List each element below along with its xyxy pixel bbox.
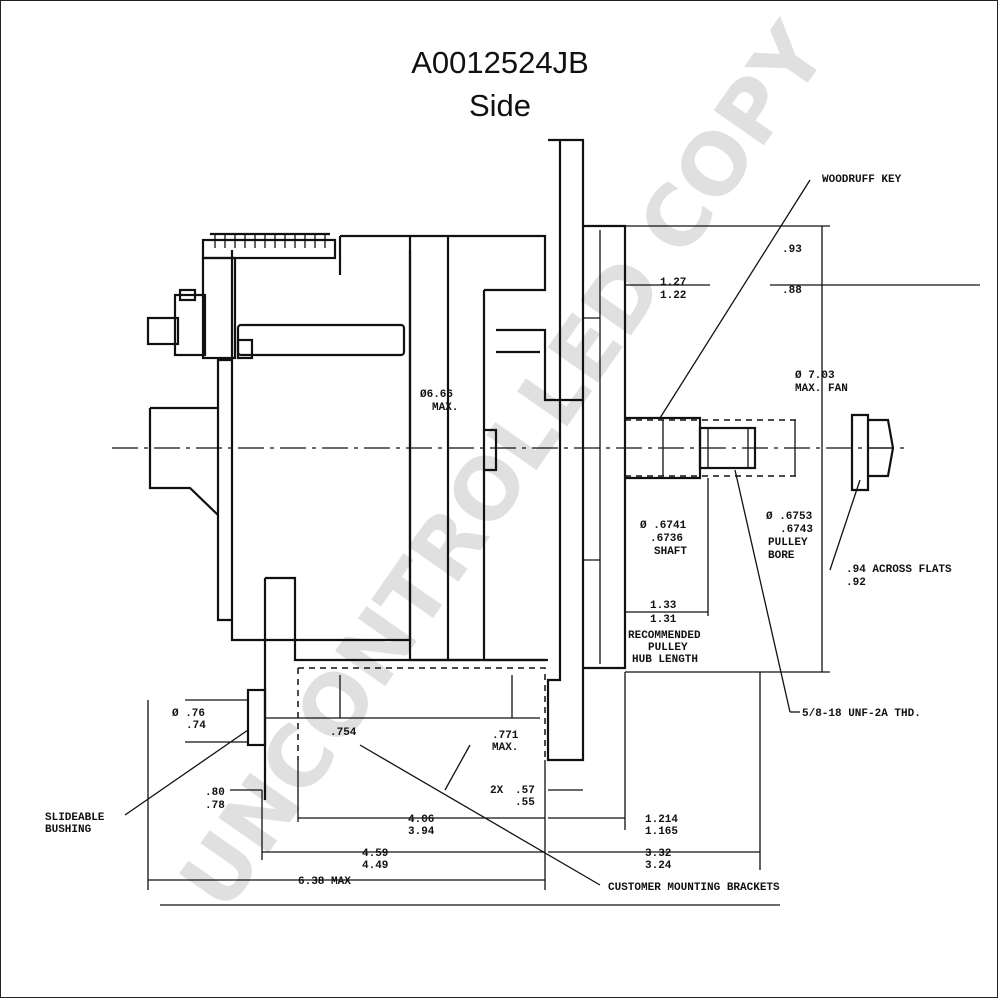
label-bushing-dia2: .74 [186,720,206,732]
drawing-subtitle: Side [468,88,532,123]
label-hub-133: 1.33 [650,600,677,612]
label-122: 1.22 [660,290,686,302]
shaft [625,416,800,480]
label-shaft-dia2: .6736 [650,533,683,545]
label-771-max: MAX. [492,742,518,754]
label-1214: 1.214 [645,814,678,826]
label-127: 1.27 [660,277,686,289]
label-bore-dia1: Ø .6753 [766,511,813,523]
label-1165: 1.165 [645,826,678,838]
label-woodruff-key: WOODRUFF KEY [822,174,902,186]
label-93: .93 [782,244,802,256]
shaft-nut [850,413,895,492]
label-324: 3.24 [645,860,672,872]
label-771: .771 [492,730,519,742]
label-2x: 2X [490,785,504,797]
label-394: 3.94 [408,826,435,838]
label-bushing-dia1: Ø .76 [172,708,205,720]
label-pulley-2: PULLEY [648,642,688,654]
label-flats-1: .94 ACROSS FLATS [846,564,952,576]
label-88: .88 [782,285,802,297]
label-bushing: BUSHING [45,824,92,836]
label-thread: 5/8-18 UNF-2A THD. [802,708,921,720]
label-449: 4.49 [362,860,388,872]
mounting-brackets [246,576,548,800]
label-78: .78 [205,800,225,812]
front-flange [546,138,627,762]
label-57: .57 [515,785,535,797]
label-638: 6.38 MAX [298,876,351,888]
label-pulley: PULLEY [768,537,808,549]
label-shaft: SHAFT [654,546,687,558]
label-body-max: MAX. [432,402,458,414]
label-hub-length: HUB LENGTH [632,654,698,666]
label-body-dia: Ø6.66 [420,389,453,401]
label-hub-131: 1.31 [650,614,677,626]
dimension-labels: WOODRUFF KEY 1.27 1.22 .93 .88 Ø 7.03 MA… [45,174,952,894]
label-shaft-dia1: Ø .6741 [640,520,687,532]
label-recommended: RECOMMENDED [628,630,701,642]
label-bore-dia2: .6743 [780,524,813,536]
label-406: 4.06 [408,814,434,826]
label-459: 4.59 [362,848,388,860]
label-fan-dia: Ø 7.03 [795,370,835,382]
label-754: .754 [330,727,357,739]
label-fan-max: MAX. FAN [795,383,848,395]
label-80: .80 [205,787,225,799]
label-bore: BORE [768,550,795,562]
label-55: .55 [515,797,535,809]
drawing-title: A0012524JB [411,45,589,80]
terminal-block [146,232,406,360]
dimension-lines [147,225,980,906]
label-flats-2: .92 [846,577,866,589]
label-brackets: CUSTOMER MOUNTING BRACKETS [608,882,780,894]
leader-lines [124,179,861,886]
label-slideable: SLIDEABLE [45,812,105,824]
label-332: 3.32 [645,848,671,860]
